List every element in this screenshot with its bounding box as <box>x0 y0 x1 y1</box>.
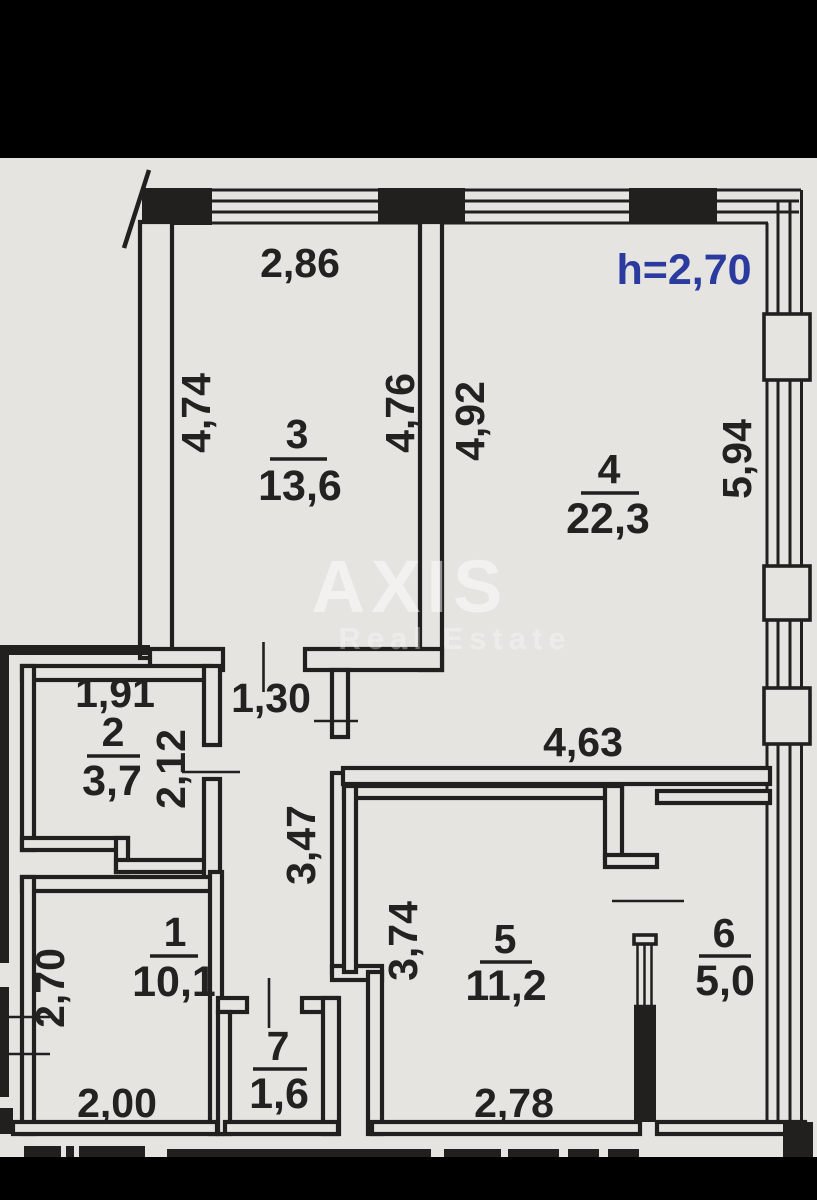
wall-pier <box>629 188 717 224</box>
dim-room4-left: 4,92 <box>447 381 493 461</box>
room1-top-wall <box>19 874 216 894</box>
watermark-brand: AXIS <box>312 545 509 628</box>
room6-top-wall <box>654 788 773 806</box>
room-7-area: 1,6 <box>249 1070 309 1118</box>
bottom-exterior-wall <box>10 1119 813 1157</box>
bottom-right-corner-wall <box>783 1122 813 1157</box>
room5-left-wall <box>341 783 359 975</box>
dim-room3-right: 4,76 <box>377 373 423 453</box>
room2-right-wall-lower <box>201 776 223 888</box>
dim-room2-top: 1,91 <box>75 670 155 716</box>
dim-hall-side: 3,47 <box>278 805 324 885</box>
room-4-area: 22,3 <box>566 495 650 543</box>
room7-left-wall <box>215 1009 233 1137</box>
left-edge-wall <box>0 987 9 1097</box>
dim-room4-right: 5,94 <box>714 419 760 499</box>
solid-wall-pier <box>634 1006 656 1122</box>
wall-pier <box>142 188 212 225</box>
dim-hall-top: 1,30 <box>231 675 311 721</box>
dim-room2-side: 2,12 <box>148 729 194 809</box>
room-3-label: 3 13,6 <box>258 411 342 510</box>
room-2-area: 3,7 <box>82 757 142 805</box>
wall-pier <box>378 188 465 224</box>
dim-room1-side: 2,70 <box>27 948 73 1028</box>
room-1-area: 10,1 <box>132 958 216 1006</box>
room3-left-wall <box>137 219 175 661</box>
room-labels: 3 13,6 4 22,3 2 3,7 1 10,1 5 11,2 6 5,0 <box>82 411 755 1118</box>
room5-room6-partition <box>632 933 658 1122</box>
window-sill-pier <box>762 312 812 382</box>
bottom-hatch-wall <box>24 1146 639 1157</box>
room-1-label: 1 10,1 <box>132 909 216 1006</box>
dim-room3-left: 4,74 <box>173 373 219 453</box>
room5-top-wall <box>341 783 625 801</box>
dim-room5-bottom: 2,78 <box>474 1080 554 1126</box>
room-2-number: 2 <box>102 709 125 755</box>
room5-right-jog-wall <box>602 852 660 870</box>
room-2-walls <box>19 663 223 888</box>
room-3-walls <box>0 219 445 963</box>
window-sill-pier <box>762 564 812 622</box>
room-6-label: 6 5,0 <box>695 910 755 1005</box>
hall-lower-column-wall <box>365 969 385 1137</box>
left-edge-wall <box>0 645 9 963</box>
left-exterior-wall <box>8 645 150 655</box>
room-6-number: 6 <box>713 910 736 956</box>
room2-right-wall-upper <box>201 663 223 748</box>
dim-room4-bottom: 4,63 <box>543 719 623 765</box>
room-5-walls <box>341 783 660 975</box>
dimension-ticks <box>4 642 684 1056</box>
room7-right-wall <box>320 995 342 1137</box>
room-4-number: 4 <box>598 446 621 492</box>
room-7-number: 7 <box>267 1023 290 1069</box>
room-4-label: 4 22,3 <box>566 446 650 543</box>
room2-bottom-wall-left <box>19 835 131 853</box>
top-exterior-wall-windows <box>142 188 801 225</box>
room2-bottom-wall-right <box>113 857 213 875</box>
right-exterior-wall-windows <box>762 190 812 1122</box>
door-jamb <box>632 933 658 946</box>
room4-bottom-wall <box>340 765 773 787</box>
room-3-area: 13,6 <box>258 462 342 510</box>
room-3-number: 3 <box>286 411 309 457</box>
letterbox-bottom <box>0 1157 817 1200</box>
room2-left-wall <box>19 663 37 853</box>
watermark-subtitle: Real Estate <box>338 621 571 656</box>
room5-right-wall-upper <box>602 783 625 861</box>
room-5-number: 5 <box>494 916 517 962</box>
letterbox-top <box>0 0 817 158</box>
room-2-label: 2 3,7 <box>82 709 142 805</box>
left-edge-wall-corner <box>0 1108 13 1134</box>
watermark: AXIS Real Estate <box>312 545 571 656</box>
room-7-label: 7 1,6 <box>249 1023 309 1118</box>
room3-bottom-wall <box>302 646 445 673</box>
dim-room5-side: 3,74 <box>380 901 426 981</box>
window-sill-pier <box>762 686 812 746</box>
room7-top-wall-left <box>215 995 250 1015</box>
dim-room1-bottom: 2,00 <box>77 1080 157 1126</box>
room-5-area: 11,2 <box>465 962 546 1010</box>
dim-room3-top: 2,86 <box>260 240 340 286</box>
wall-break-mark <box>121 169 152 249</box>
ceiling-height-label: h=2,70 <box>616 246 751 294</box>
room-6-area: 5,0 <box>695 957 755 1005</box>
room-5-label: 5 11,2 <box>465 916 546 1010</box>
room-1-number: 1 <box>164 909 187 955</box>
dimension-labels: 2,86 h=2,70 4,74 4,76 4,92 5,94 1,91 1,3… <box>27 240 760 1126</box>
hall-right-wall-upper <box>329 667 351 740</box>
